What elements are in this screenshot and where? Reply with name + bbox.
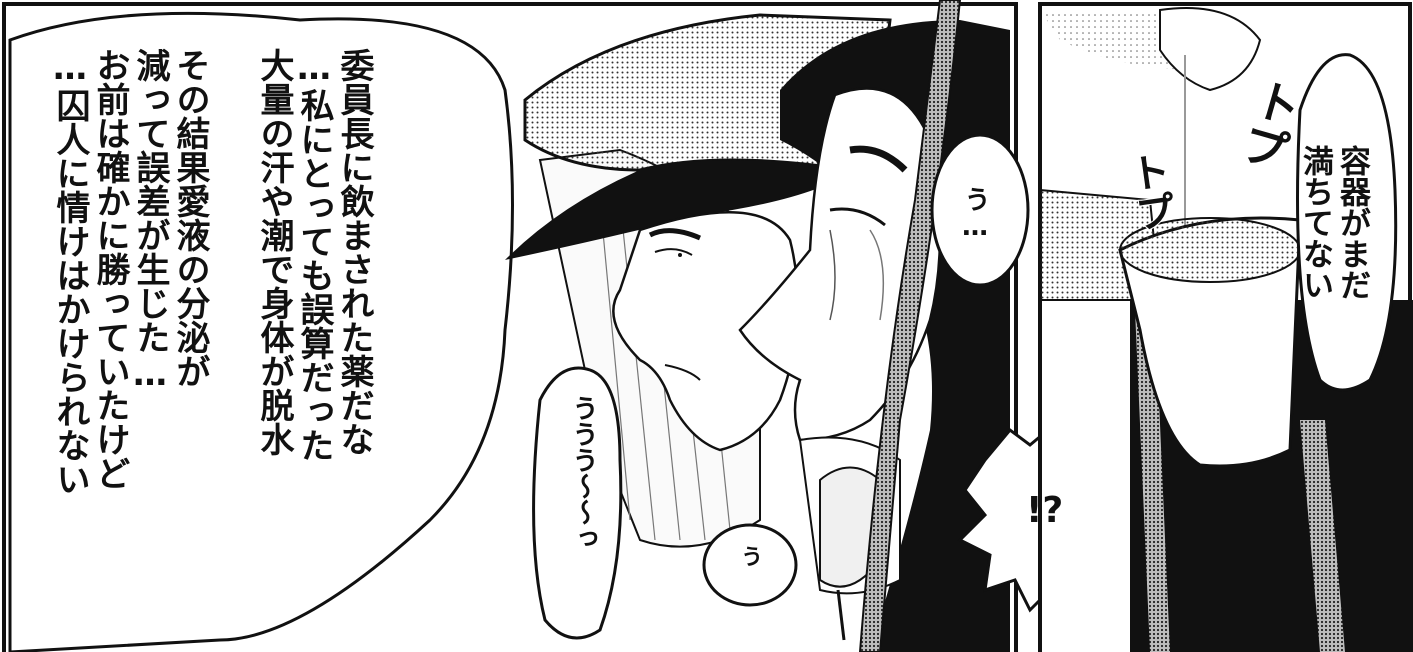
left-panel <box>2 0 1153 652</box>
main-speech-text: 委員長に飲まされた薬だな …私にとっても誤算だった 大量の汗や潮で身体が脱水 そ… <box>50 48 374 496</box>
speech-u3-text: う <box>737 545 762 567</box>
bubble-u2 <box>532 366 623 640</box>
bubble-u3 <box>702 523 798 607</box>
speech-line: 大量の汗や潮で身体が脱水 <box>254 48 294 456</box>
main-speech-bubble <box>8 11 514 652</box>
bubble-container <box>1296 53 1398 392</box>
speech-line: …囚人に情けはかけられない <box>50 48 90 496</box>
speech-u1-text: う… <box>960 186 990 242</box>
speech-line: 減って誤差が生じた… <box>130 48 170 394</box>
right-panel <box>1038 2 1413 652</box>
speech-exclaim-text: !? <box>1026 490 1064 531</box>
speech-u2-text: ううう〜〜っ <box>568 395 598 551</box>
speech-line: 委員長に飲まされた薬だな <box>334 48 374 456</box>
speech-line: 容器がまだ <box>1334 145 1370 300</box>
speech-line: …私にとっても誤算だった <box>294 48 334 462</box>
speech-line: お前は確かに勝っていたけど <box>90 48 130 490</box>
container-speech-text: 容器がまだ 満ちてない <box>1296 145 1370 300</box>
speech-line: 満ちてない <box>1297 145 1333 300</box>
sfx-topu-2: トプ <box>1120 148 1179 236</box>
speech-line: その結果愛液の分泌が <box>170 48 210 388</box>
bubble-u1 <box>930 133 1030 287</box>
